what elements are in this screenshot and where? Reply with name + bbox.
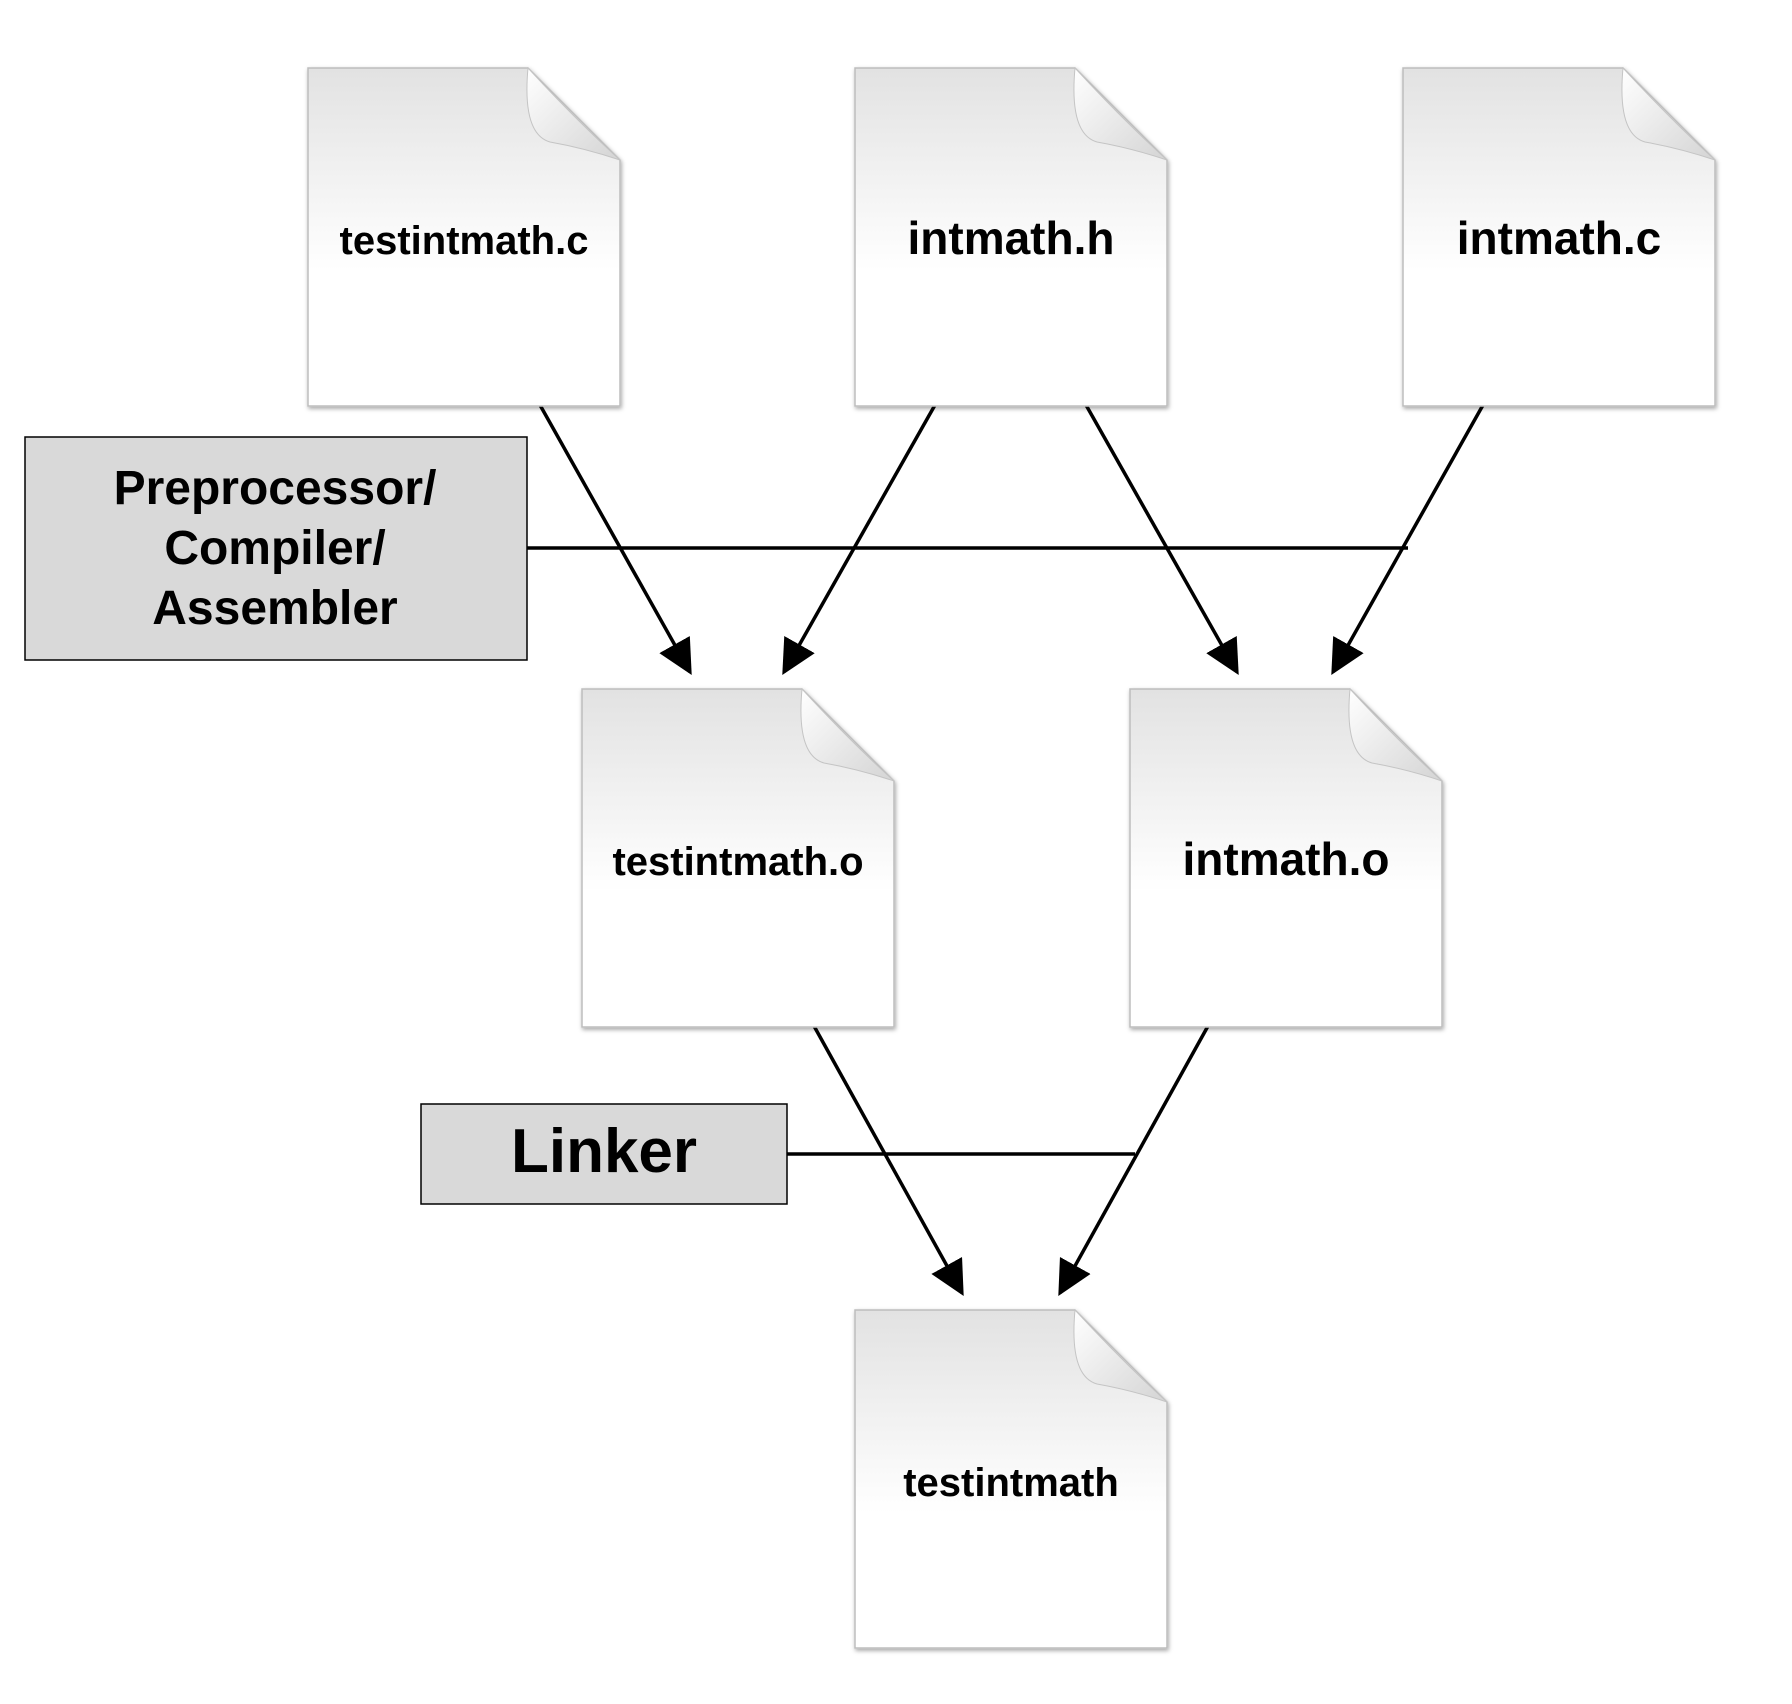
file-testintmath-c: testintmath.c	[307, 66, 621, 407]
arrows	[538, 404, 1485, 1297]
compile-step-label-line-2: Compiler/	[164, 522, 385, 575]
compile-step-label-line-3: Assembler	[152, 582, 397, 635]
file-label-testintmath-c: testintmath.c	[340, 219, 589, 263]
compile-step-box: Preprocessor/ Compiler/ Assembler	[24, 436, 528, 661]
arrow-intmath-c-to-intmath-o	[1331, 404, 1485, 676]
compile-step-label-line-1: Preprocessor/	[114, 462, 437, 515]
file-intmath-c: intmath.c	[1402, 66, 1716, 407]
file-label-intmath-c: intmath.c	[1457, 212, 1661, 264]
file-testintmath: testintmath	[854, 1308, 1168, 1649]
file-intmath-h: intmath.h	[854, 66, 1168, 407]
file-label-testintmath: testintmath	[903, 1461, 1119, 1505]
link-step-label: Linker	[511, 1117, 697, 1186]
file-testintmath-o: testintmath.o	[581, 687, 895, 1028]
file-intmath-o: intmath.o	[1129, 687, 1443, 1028]
arrow-testintmath-c-to-testintmath-o	[538, 404, 692, 676]
arrow-intmath-h-to-testintmath-o	[782, 404, 937, 676]
file-label-intmath-h: intmath.h	[908, 212, 1115, 264]
file-label-testintmath-o: testintmath.o	[612, 840, 863, 884]
link-step-box: Linker	[420, 1103, 788, 1205]
arrow-intmath-o-to-testintmath	[1058, 1025, 1210, 1297]
arrow-intmath-h-to-intmath-o	[1084, 404, 1239, 676]
arrow-testintmath-o-to-testintmath	[812, 1025, 964, 1297]
file-label-intmath-o: intmath.o	[1183, 833, 1390, 885]
